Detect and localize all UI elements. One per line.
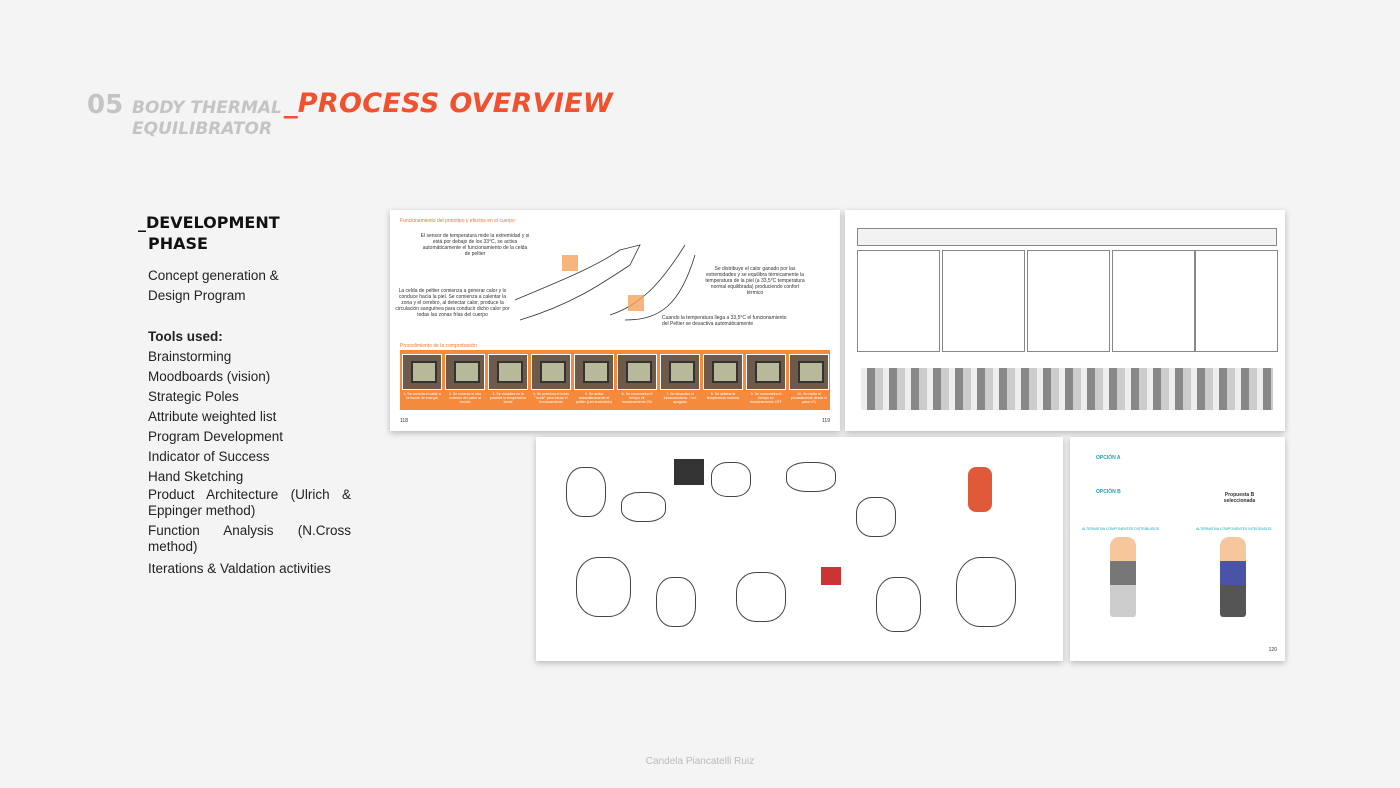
step-caption: 1- Se conecta el cable a la fuente de en…	[403, 392, 441, 400]
tool-item: Indicator of Success	[148, 449, 270, 464]
prototype-spread: Funcionamiento del prototipo y efectos e…	[390, 210, 840, 431]
phase-line2: PHASE	[148, 234, 208, 253]
note-peltier: La celda de peltier comienza a generar c…	[395, 288, 510, 318]
page-number: 118	[400, 418, 408, 424]
tool-item: Iterations & Valdation activities	[148, 561, 331, 576]
project-name-line1: BODY THERMAL	[132, 98, 282, 118]
step-caption: 6- Se cronometra el tiempo de funcionami…	[621, 392, 653, 404]
page1-heading: Funcionamiento del prototipo y efectos e…	[400, 218, 515, 224]
selected-proposal: Propuesta B seleccionada	[1223, 492, 1256, 504]
tool-item: Function Analysis (N.Cross method)	[148, 523, 351, 554]
author-credit: Candela Piancatelli Ruiz	[645, 756, 755, 767]
intro-line2: Design Program	[148, 288, 246, 303]
step-caption: 10- Se repite el procedimiento desde el …	[790, 392, 828, 404]
section-number: 05	[87, 90, 124, 120]
tool-item: Product Architecture (Ulrich & Eppinger …	[148, 487, 351, 518]
alt-integrated-label: ALTERNATIVA COMPONENTES INTEGRADOS	[1196, 527, 1272, 531]
tool-item: Hand Sketching	[148, 469, 244, 484]
step-caption: 2- Se conecta el otro extremo del cable …	[448, 392, 482, 404]
arm-foot-illustration	[514, 244, 696, 321]
tool-item: Attribute weighted list	[148, 409, 277, 424]
tool-item: Moodboards (vision)	[148, 369, 271, 384]
test-procedure-strip: 1- Se conecta el cable a la fuente de en…	[400, 350, 830, 410]
tool-item: Brainstorming	[148, 349, 232, 364]
note-sensor: El sensor de temperatura mide la extremi…	[420, 233, 530, 257]
page-title: _PROCESS OVERVIEW	[284, 88, 614, 119]
tool-item: Program Development	[148, 429, 284, 444]
tools-heading: Tools used:	[148, 329, 223, 344]
tool-item: Strategic Poles	[148, 389, 239, 404]
option-b-label: OPCIÓN B	[1096, 489, 1121, 495]
product-architecture-spread	[845, 210, 1285, 431]
step-caption: 9- Se cronometra el tiempo en funcionami…	[750, 392, 782, 404]
option-a-label: OPCIÓN A	[1096, 455, 1121, 461]
note-deactivate: Cuando la temperatura llega a 33,5°C el …	[662, 315, 787, 327]
page-number: 120	[1268, 647, 1277, 653]
step-caption: 5- Se activa automáticamente el peltier …	[576, 392, 612, 404]
phase-heading: _DEVELOPMENT PHASE	[138, 212, 280, 254]
intro-line1: Concept generation &	[148, 268, 279, 283]
alt-distributed-label: ALTERNATIVA COMPONENTES DISTRIBUIDOS	[1082, 527, 1160, 531]
alternatives-page: OPCIÓN A OPCIÓN B Propuesta B selecciona…	[1070, 437, 1285, 661]
step-caption: 8- Se obtiene la temperatura máxima	[706, 392, 740, 400]
note-distribution: Se distribuye el calor ganado por las ex…	[705, 266, 805, 296]
tools-list: Tools used: Brainstorming Moodboards (vi…	[148, 327, 351, 579]
step-caption: 4- Se presiona el botón "mode" para inic…	[532, 392, 570, 404]
project-name-line2: EQUILIBRATOR	[132, 119, 273, 139]
phase-line1: _DEVELOPMENT	[138, 213, 280, 232]
step-caption: 3- Se visualiza en la pantalla la temper…	[490, 392, 526, 404]
page1-heading2: Procedimiento de la comprobación	[400, 343, 477, 349]
step-caption: 7- Se desactiva el funcionamiento - Led …	[663, 392, 697, 404]
page-number: 119	[822, 418, 830, 424]
hand-sketching-spread	[536, 437, 1063, 661]
intro-text: Concept generation & Design Program	[148, 266, 351, 306]
hand-prototype-photos	[861, 368, 1273, 410]
